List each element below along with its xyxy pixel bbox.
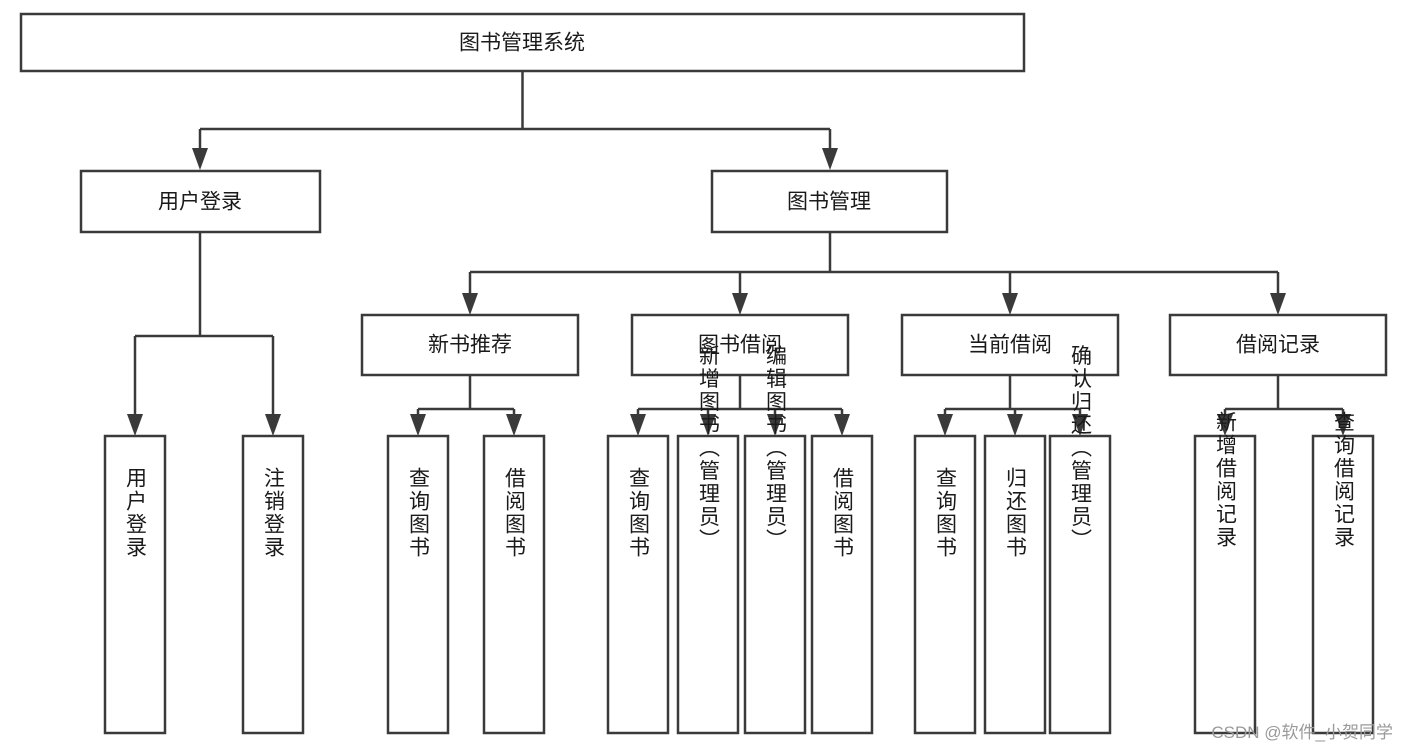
node-leaf-user-login-label: 用户登录	[124, 467, 148, 559]
connector-group-user-login	[127, 232, 281, 436]
arrow-head-leaf-borrow-book-1	[506, 414, 522, 436]
node-leaf-add-record[interactable]: 新增借阅记录	[1193, 411, 1257, 735]
node-current-borrow-label: 当前借阅	[968, 334, 1052, 357]
node-book-borrow-label: 图书借阅	[698, 334, 782, 357]
node-leaf-query-book-1-box[interactable]	[386, 434, 450, 735]
connector-group-root	[192, 71, 838, 170]
connector-group-current-borrow	[937, 375, 1088, 436]
node-leaf-borrow-book-1[interactable]: 借阅图书	[482, 434, 546, 735]
arrow-head-leaf-edit-book	[767, 414, 783, 436]
node-new-book-recommend-box[interactable]	[360, 313, 580, 377]
node-root-label: 图书管理系统	[459, 32, 585, 55]
node-leaf-query-book-3-box[interactable]	[913, 434, 977, 735]
node-book-borrow-box[interactable]	[630, 313, 850, 377]
arrow-head-borrow-record	[1270, 293, 1286, 315]
connector-group-book-borrow	[630, 375, 850, 436]
arrow-head-leaf-add-book	[700, 414, 716, 436]
node-current-borrow[interactable]: 当前借阅	[900, 313, 1120, 377]
node-leaf-query-record-label: 查询借阅记录	[1332, 411, 1356, 549]
node-book-manage-label: 图书管理	[787, 191, 871, 214]
node-borrow-record-box[interactable]	[1168, 313, 1388, 377]
node-book-manage-box[interactable]	[710, 169, 949, 234]
node-leaf-add-record-label: 新增借阅记录	[1214, 411, 1238, 549]
node-new-book-recommend-label: 新书推荐	[428, 334, 512, 357]
node-leaf-borrow-book-1-box[interactable]	[482, 434, 546, 735]
arrow-head-user-login	[192, 148, 208, 170]
node-root-box[interactable]	[19, 12, 1026, 73]
node-book-borrow[interactable]: 图书借阅	[630, 313, 850, 377]
node-book-manage[interactable]: 图书管理	[710, 169, 949, 234]
node-leaf-edit-book[interactable]: 编辑图书（管理员）	[743, 345, 807, 735]
node-leaf-query-book-3-label: 查询图书	[934, 467, 958, 559]
node-new-book-recommend[interactable]: 新书推荐	[360, 313, 580, 377]
node-user-login[interactable]: 用户登录	[79, 169, 322, 234]
node-root[interactable]: 图书管理系统	[19, 12, 1026, 73]
node-leaf-return-book-label: 归还图书	[1004, 467, 1028, 559]
arrow-head-new-book-recommend	[462, 293, 478, 315]
node-leaf-edit-book-box[interactable]	[743, 434, 807, 735]
arrow-head-leaf-user-login	[127, 414, 143, 436]
node-leaf-borrow-book-1-label: 借阅图书	[503, 467, 527, 559]
node-user-login-label: 用户登录	[158, 191, 242, 214]
node-leaf-query-book-2[interactable]: 查询图书	[606, 434, 670, 735]
arrow-head-leaf-borrow-book-2	[834, 414, 850, 436]
arrow-head-leaf-query-book-1	[410, 414, 426, 436]
node-leaf-query-record-box[interactable]	[1311, 434, 1375, 735]
node-leaf-borrow-book-2-label: 借阅图书	[831, 467, 855, 559]
arrow-head-leaf-confirm-return	[1072, 414, 1088, 436]
node-leaf-query-book-1[interactable]: 查询图书	[386, 434, 450, 735]
arrow-head-leaf-return-book	[1007, 414, 1023, 436]
node-leaf-borrow-book-2[interactable]: 借阅图书	[810, 434, 874, 735]
node-leaf-confirm-return-box[interactable]	[1048, 434, 1112, 735]
node-leaf-user-login[interactable]: 用户登录	[103, 434, 167, 735]
node-leaf-query-book-1-label: 查询图书	[407, 467, 431, 559]
node-leaf-logout-login-box[interactable]	[241, 434, 305, 735]
arrow-head-leaf-add-record	[1217, 414, 1233, 436]
node-leaf-borrow-book-2-box[interactable]	[810, 434, 874, 735]
node-leaf-add-record-box[interactable]	[1193, 434, 1257, 735]
arrow-head-leaf-query-record	[1335, 414, 1351, 436]
arrow-head-leaf-logout-login	[265, 414, 281, 436]
connector-group-new-book-recommend	[410, 375, 522, 436]
node-leaf-query-record[interactable]: 查询借阅记录	[1311, 411, 1375, 735]
connector-group-borrow-record	[1217, 375, 1351, 436]
node-borrow-record[interactable]: 借阅记录	[1168, 313, 1388, 377]
node-borrow-record-label: 借阅记录	[1236, 334, 1320, 357]
node-leaf-return-book[interactable]: 归还图书	[983, 434, 1047, 735]
arrow-head-leaf-query-book-2	[630, 414, 646, 436]
node-leaf-query-book-3[interactable]: 查询图书	[913, 434, 977, 735]
node-leaf-confirm-return-label: 确认归还（管理员）	[1069, 345, 1093, 552]
arrow-head-current-borrow	[1002, 293, 1018, 315]
node-leaf-logout-login[interactable]: 注销登录	[241, 434, 305, 735]
node-leaf-return-book-box[interactable]	[983, 434, 1047, 735]
arrow-head-book-borrow	[732, 293, 748, 315]
node-leaf-add-book-box[interactable]	[676, 434, 740, 735]
node-current-borrow-box[interactable]	[900, 313, 1120, 377]
node-leaf-query-book-2-label: 查询图书	[627, 467, 651, 559]
node-user-login-box[interactable]	[79, 169, 322, 234]
node-leaf-add-book-label: 新增图书（管理员）	[697, 345, 721, 552]
node-leaf-user-login-box[interactable]	[103, 434, 167, 735]
arrow-head-leaf-query-book-3	[937, 414, 953, 436]
connector-group-book-manage	[462, 232, 1286, 315]
arrow-head-book-manage	[822, 148, 838, 170]
node-leaf-logout-login-label: 注销登录	[262, 467, 286, 559]
node-leaf-query-book-2-box[interactable]	[606, 434, 670, 735]
node-leaf-add-book[interactable]: 新增图书（管理员）	[676, 345, 740, 735]
node-leaf-edit-book-label: 编辑图书（管理员）	[764, 345, 788, 552]
node-leaf-confirm-return[interactable]: 确认归还（管理员）	[1048, 345, 1112, 735]
